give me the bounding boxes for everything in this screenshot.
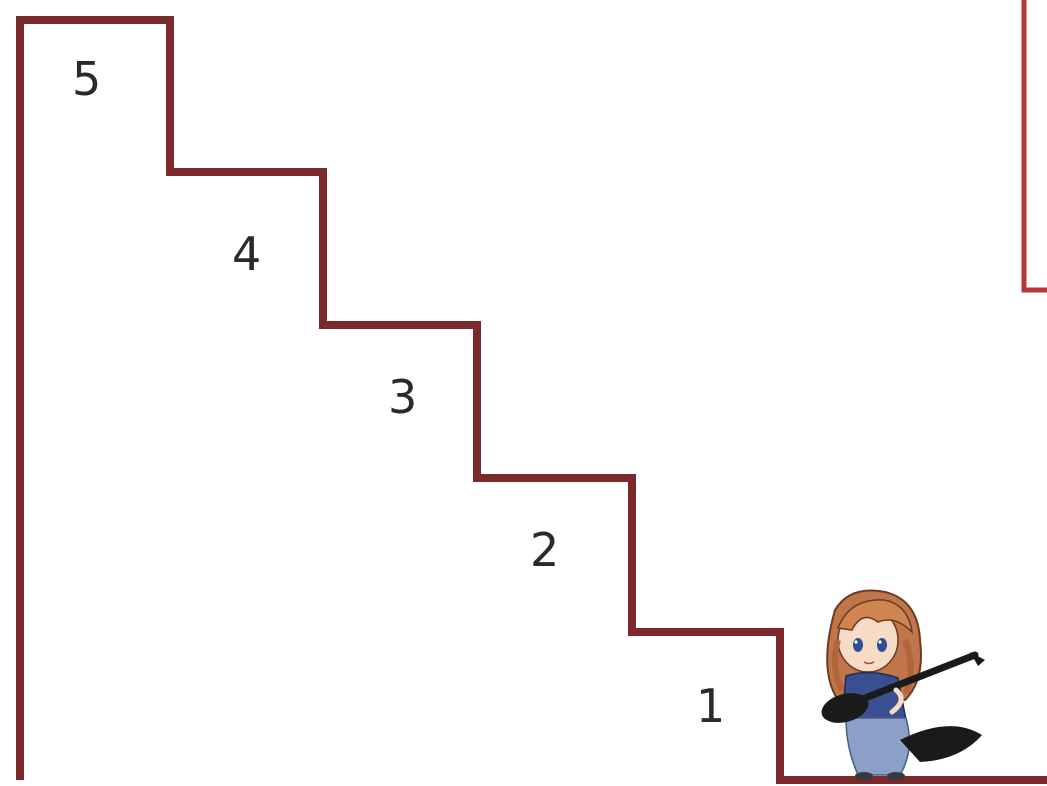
step-label-3: 3 <box>388 370 417 424</box>
step-label-1: 1 <box>696 679 725 733</box>
girl-with-guitar-icon <box>818 590 985 780</box>
right-box-edge <box>1024 0 1047 290</box>
step-label-4: 4 <box>232 227 261 281</box>
step-label-5: 5 <box>72 52 101 106</box>
step-label-2: 2 <box>530 523 559 577</box>
